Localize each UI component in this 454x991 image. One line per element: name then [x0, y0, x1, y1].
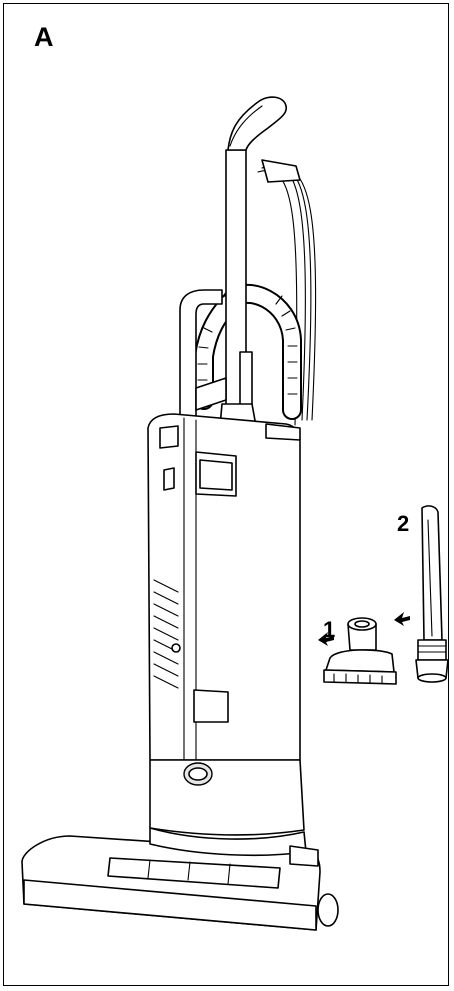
vent-grille — [153, 579, 181, 689]
arrow-2-icon — [394, 612, 410, 626]
wheel — [317, 893, 339, 927]
callout-2-label: 2 — [397, 511, 410, 536]
figure-frame — [3, 3, 449, 986]
vacuum-body — [147, 413, 301, 761]
arrow-1-icon — [318, 632, 334, 646]
vacuum-base — [149, 759, 305, 836]
panel-label: A — [34, 22, 54, 52]
brand-logo — [183, 762, 213, 786]
crevice-tool — [394, 505, 449, 683]
handle — [219, 96, 288, 427]
carry-handle — [179, 289, 227, 423]
floor-head — [21, 827, 339, 931]
upholstery-nozzle — [318, 617, 397, 685]
